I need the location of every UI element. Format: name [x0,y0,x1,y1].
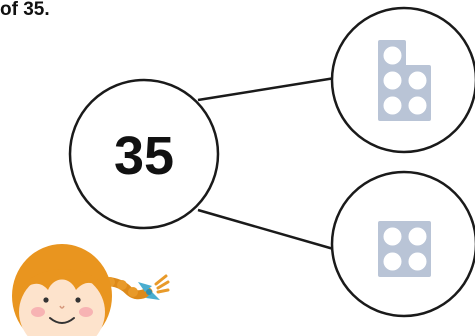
girl-with-pigtail-icon [12,244,170,336]
instruction-text: of 35. [0,0,50,20]
block-stud [383,71,402,90]
base-ten-blocks-icon [378,40,431,121]
block-stud [408,252,427,271]
whole-value: 35 [114,126,174,186]
block-stud [383,46,402,65]
connector-line-top [197,76,336,102]
connector-line-bottom [197,208,338,252]
block-stud [383,252,402,271]
block-stud [408,71,427,90]
part-circle-top [330,6,475,154]
base-ten-blocks-icon [378,221,431,277]
whole-circle: 35 [68,78,220,230]
block-stud [383,96,402,115]
part-circle-bottom [330,170,475,318]
block-stud [408,227,427,246]
block-stud [408,96,427,115]
block-stud [383,227,402,246]
